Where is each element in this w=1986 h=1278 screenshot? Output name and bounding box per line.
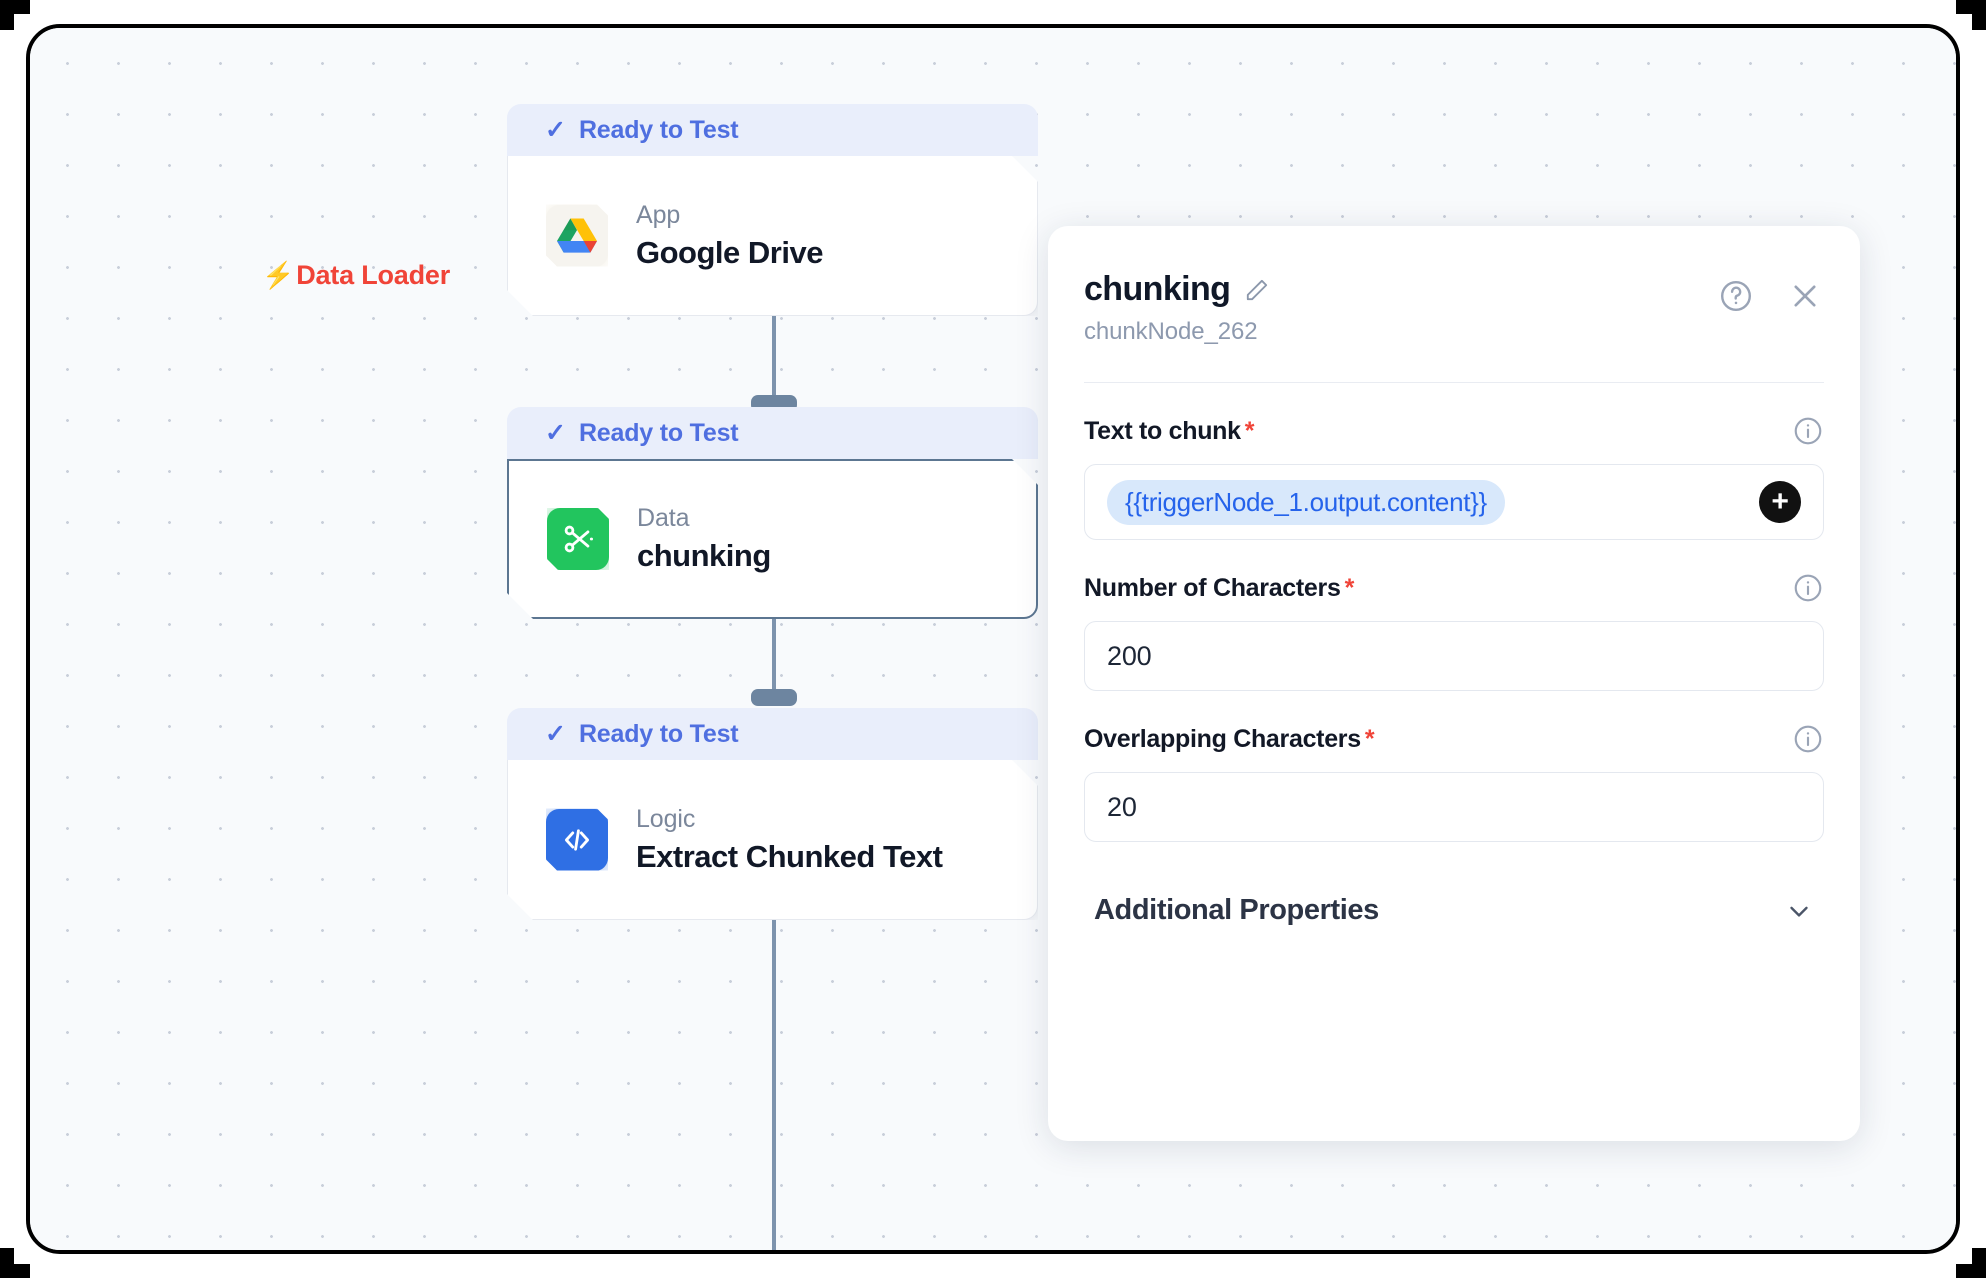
workflow-frame: ⚡ Data Loader ✓ Ready to Test [26, 24, 1960, 1254]
check-icon: ✓ [545, 115, 566, 144]
number-of-characters-input[interactable]: 200 [1084, 621, 1824, 691]
field-label: Overlapping Characters* [1084, 724, 1375, 753]
scissors-icon [547, 508, 609, 570]
connector-chunking-to-logic [772, 584, 776, 706]
node-status-label: Ready to Test [578, 115, 739, 144]
info-icon[interactable] [1792, 723, 1824, 755]
field-label-row: Overlapping Characters* [1084, 723, 1824, 755]
field-label: Number of Characters* [1084, 573, 1355, 602]
check-icon: ✓ [545, 418, 566, 447]
field-overlapping-characters: Overlapping Characters* 20 [1084, 723, 1824, 842]
check-icon: ✓ [545, 719, 566, 748]
google-drive-icon [546, 205, 608, 267]
required-asterisk: * [1244, 416, 1255, 445]
text-to-chunk-input[interactable]: {{triggerNode_1.output.content}} + [1084, 464, 1824, 540]
node-status-bar: ✓ Ready to Test [507, 708, 1038, 760]
panel-title-row: chunking [1084, 270, 1824, 309]
connector-gdrive-to-chunking [772, 292, 776, 412]
workflow-node-extract-chunked-text[interactable]: ✓ Ready to Test Logic Extract Chunked Te… [507, 708, 1038, 920]
corner-notch-bottom-left [14, 1248, 30, 1264]
data-loader-label: ⚡ Data Loader [262, 260, 450, 291]
panel-actions [1718, 278, 1822, 314]
node-status-label: Ready to Test [578, 418, 739, 447]
corner-notch-top-left [14, 14, 30, 30]
overlapping-characters-input[interactable]: 20 [1084, 772, 1824, 842]
question-circle-icon[interactable] [1718, 278, 1754, 314]
field-text-to-chunk: Text to chunk* {{triggerNode_1.output.co… [1084, 415, 1824, 540]
workflow-node-chunking[interactable]: ✓ Ready to Test Data chunking [507, 407, 1038, 619]
node-properties-panel: chunking chunkNode_262 [1048, 226, 1860, 1141]
plus-icon[interactable]: + [1759, 481, 1801, 523]
field-number-of-characters: Number of Characters* 200 [1084, 572, 1824, 691]
field-label: Text to chunk* [1084, 416, 1255, 445]
node-title: chunking [637, 538, 771, 573]
required-asterisk: * [1344, 573, 1355, 602]
field-label-row: Number of Characters* [1084, 572, 1824, 604]
node-status-bar: ✓ Ready to Test [507, 407, 1038, 459]
field-label-row: Text to chunk* [1084, 415, 1824, 447]
node-title: Google Drive [636, 234, 823, 270]
additional-properties-accordion[interactable]: Additional Properties [1084, 894, 1824, 927]
node-category: App [636, 200, 681, 229]
node-status-label: Ready to Test [578, 719, 739, 748]
close-icon[interactable] [1788, 279, 1822, 313]
pencil-icon[interactable] [1244, 277, 1270, 303]
data-loader-text: Data Loader [296, 260, 451, 290]
panel-header: chunking chunkNode_262 [1084, 270, 1824, 346]
node-text: App Google Drive [636, 201, 823, 271]
lightning-bolt-icon: ⚡ [262, 259, 295, 290]
info-icon[interactable] [1792, 415, 1824, 447]
panel-subtitle: chunkNode_262 [1084, 318, 1258, 345]
node-handle-logic-top[interactable] [751, 689, 797, 706]
node-body[interactable]: App Google Drive [507, 156, 1038, 316]
accordion-title: Additional Properties [1094, 894, 1379, 926]
panel-divider [1084, 382, 1824, 383]
node-text: Logic Extract Chunked Text [636, 805, 942, 875]
node-category: Logic [636, 804, 696, 833]
node-text: Data chunking [637, 504, 771, 574]
node-status-bar: ✓ Ready to Test [507, 104, 1038, 156]
connector-logic-outgoing [772, 873, 776, 1250]
corner-notch-top-right [1956, 14, 1972, 30]
workflow-node-google-drive[interactable]: ✓ Ready to Test App Google Drive [507, 104, 1038, 316]
node-title: Extract Chunked Text [636, 838, 943, 874]
corner-notch-bottom-right [1956, 1248, 1972, 1264]
chevron-down-icon[interactable] [1784, 896, 1814, 926]
node-body[interactable]: Data chunking [507, 459, 1038, 619]
code-brackets-icon [546, 809, 608, 871]
variable-token[interactable]: {{triggerNode_1.output.content}} [1107, 479, 1505, 525]
node-category: Data [637, 504, 690, 532]
info-icon[interactable] [1792, 572, 1824, 604]
node-body[interactable]: Logic Extract Chunked Text [507, 760, 1038, 920]
page-title: chunking [1084, 270, 1231, 308]
required-asterisk: * [1364, 724, 1375, 753]
